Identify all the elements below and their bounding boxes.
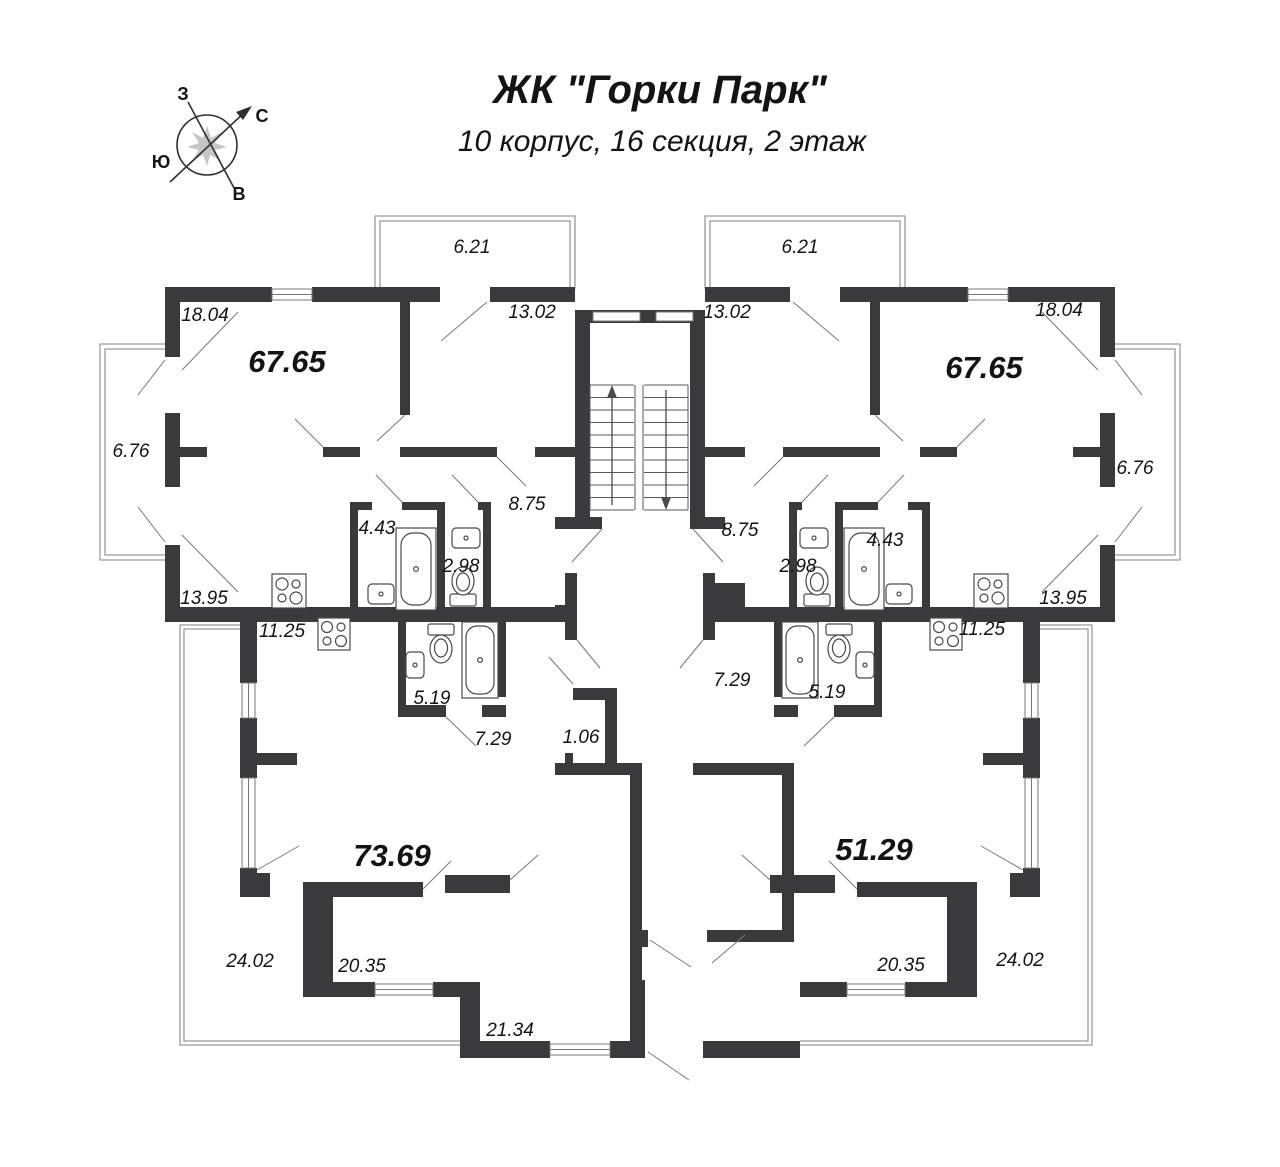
room-area-label: 4.43 [867, 530, 904, 551]
compass-rose: З С Ю В [152, 84, 269, 204]
room-area-label: 24.02 [225, 951, 274, 972]
page-title: ЖК "Горки Парк" [491, 68, 828, 112]
stove-icon [317, 617, 351, 651]
apartment-total-area: 51.29 [835, 832, 913, 867]
room-area-label: 13.02 [703, 302, 751, 323]
apartment-total-area: 67.65 [945, 350, 1023, 385]
compass-north-label: С [256, 106, 269, 126]
walls [165, 287, 1115, 1058]
bathtub-icon [395, 527, 885, 699]
windows [241, 288, 1039, 1056]
room-area-label: 18.04 [181, 305, 229, 326]
staircase [589, 384, 689, 511]
room-area-label: 13.95 [1039, 588, 1087, 609]
room-area-label: 8.75 [509, 494, 546, 515]
room-labels: 18.04 67.65 13.02 6.21 6.76 8.75 4.43 2.… [113, 237, 1154, 1041]
compass-east-label: В [233, 184, 246, 204]
room-area-label: 20.35 [337, 956, 386, 977]
room-area-label: 2.98 [442, 556, 480, 577]
room-area-label: 6.21 [454, 237, 491, 258]
room-area-label: 5.19 [414, 688, 451, 709]
room-area-label: 24.02 [995, 950, 1044, 971]
toilet-icon [427, 566, 853, 664]
room-area-label: 6.21 [782, 237, 819, 258]
room-area-label: 20.35 [876, 955, 925, 976]
balcony-outlines [99, 215, 1181, 1046]
stove-icon [929, 617, 963, 651]
fixtures [271, 527, 1009, 699]
compass-south-label: Ю [152, 152, 171, 172]
room-area-label: 4.43 [359, 518, 396, 539]
apartment-total-area: 67.65 [248, 344, 326, 379]
room-area-label: 1.06 [563, 727, 600, 748]
room-area-label: 6.76 [113, 441, 150, 462]
door-swings [137, 301, 1143, 1081]
room-area-label: 13.02 [508, 302, 556, 323]
room-area-label: 11.25 [959, 619, 1006, 640]
compass-west-label: З [177, 84, 188, 104]
room-area-label: 21.34 [485, 1020, 534, 1041]
room-area-label: 11.25 [259, 621, 306, 642]
room-area-label: 6.76 [1117, 458, 1154, 479]
stove-icon [973, 573, 1009, 609]
room-area-label: 13.95 [180, 588, 228, 609]
room-area-label: 7.29 [475, 729, 512, 750]
room-area-label: 5.19 [809, 682, 846, 703]
apartment-total-area: 73.69 [353, 838, 431, 873]
room-area-label: 8.75 [722, 520, 759, 541]
room-area-label: 2.98 [779, 556, 817, 577]
stove-icon [271, 573, 307, 609]
room-area-label: 7.29 [714, 670, 751, 691]
page-subtitle: 10 корпус, 16 секция, 2 этаж [458, 125, 868, 158]
room-area-label: 18.04 [1035, 300, 1083, 321]
